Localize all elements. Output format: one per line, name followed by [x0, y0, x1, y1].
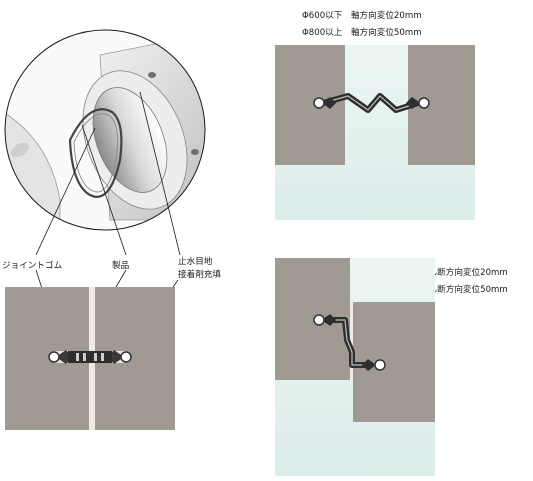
label-joint-rubber: ジョイントゴム [2, 259, 63, 271]
label-sealing-joint: 止水目地 [178, 255, 213, 267]
label-product: 製品 [112, 259, 129, 271]
axial-spec-line1: Φ600以下 軸方向変位20mm [302, 9, 422, 21]
magnified-joint-view [4, 29, 206, 231]
label-adhesive-fill: 接着剤充填 [178, 268, 221, 280]
shear-displacement-panel [275, 258, 435, 476]
axial-displacement-panel [275, 45, 475, 220]
section-panel-basic [5, 287, 175, 430]
axial-spec-line2: Φ800以上 軸方向変位50mm [302, 26, 422, 38]
